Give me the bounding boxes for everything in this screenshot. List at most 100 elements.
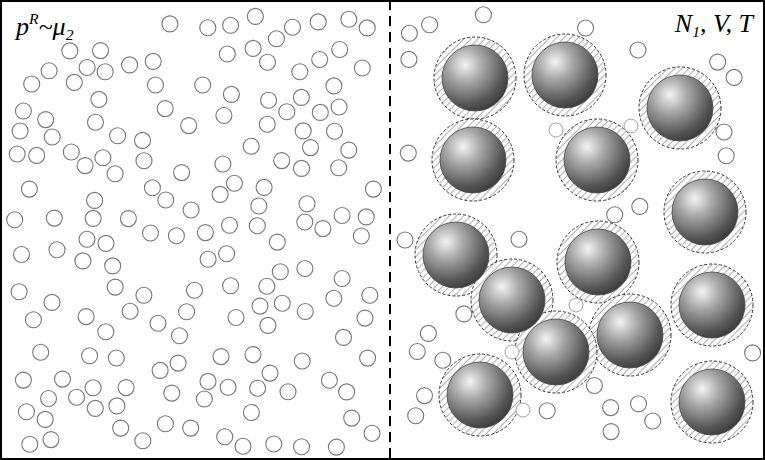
- solvent-particle: [158, 192, 174, 208]
- solvent-particle: [297, 261, 313, 277]
- solvent-particle: [260, 317, 276, 333]
- solvent-particle: [279, 104, 295, 120]
- solvent-particle: [312, 52, 328, 68]
- colloid-sphere: [479, 267, 545, 333]
- solvent-particle: [326, 78, 342, 94]
- colloid-sphere: [423, 222, 489, 288]
- solvent-particle: [420, 325, 436, 341]
- symbol-text: ~μ: [39, 12, 66, 41]
- solvent-particle: [109, 398, 125, 414]
- reservoir-label: pR~μ2: [16, 10, 73, 43]
- solvent-particle: [168, 228, 184, 244]
- solvent-particle: [299, 196, 315, 212]
- solvent-particle: [292, 64, 308, 80]
- solvent-particle: [226, 175, 242, 191]
- solvent-particle: [718, 148, 734, 164]
- solvent-particle: [511, 231, 527, 247]
- solvent-particle: [401, 25, 417, 41]
- solvent-particle: [250, 380, 266, 396]
- symbol-text: 1: [692, 23, 700, 40]
- solvent-particle: [357, 310, 373, 326]
- solvent-particle: [15, 372, 31, 388]
- solvent-particle: [107, 279, 123, 295]
- solvent-particle: [505, 345, 519, 359]
- solvent-particle: [118, 380, 134, 396]
- solvent-particle: [143, 225, 159, 241]
- solvent-particle: [150, 315, 166, 331]
- solvent-particle: [82, 348, 98, 364]
- solvent-particle: [21, 181, 37, 197]
- solvent-particle: [136, 287, 152, 303]
- solvent-particle: [245, 347, 261, 363]
- solvent-particle: [294, 439, 310, 455]
- solvent-particle: [25, 312, 41, 328]
- solvent-particle: [24, 76, 40, 92]
- colloid-sphere: [447, 362, 513, 428]
- solvent-particle: [98, 324, 114, 340]
- solvent-particle: [726, 69, 742, 85]
- solvent-particle: [183, 202, 199, 218]
- solvent-particle: [217, 429, 233, 445]
- solvent-particle: [44, 129, 60, 145]
- depletion-shell: [671, 264, 753, 346]
- solvent-particle: [632, 198, 648, 214]
- solvent-particle: [295, 123, 311, 139]
- colloid-sphere: [672, 179, 738, 245]
- solvent-particle: [181, 118, 197, 134]
- solvent-particle: [49, 242, 65, 258]
- solvent-particle: [213, 349, 229, 365]
- solvent-particle: [710, 54, 726, 70]
- solvent-particle: [456, 306, 472, 322]
- solvent-particle: [334, 208, 350, 224]
- solvent-particle: [331, 160, 347, 176]
- solvent-particle: [135, 132, 151, 148]
- solvent-particle: [63, 144, 79, 160]
- depletion-shell: [434, 37, 516, 119]
- solvent-particle: [285, 19, 301, 35]
- solvent-particle: [44, 294, 60, 310]
- solvent-particle: [259, 278, 275, 294]
- solvent-particle: [200, 373, 216, 389]
- solvent-particle: [98, 235, 114, 251]
- colloid-sphere: [442, 45, 508, 111]
- solvent-particle: [272, 264, 288, 280]
- solvent-particle: [401, 51, 417, 67]
- solvent-particle: [344, 410, 360, 426]
- solvent-particle: [268, 31, 284, 47]
- solvent-particle: [144, 180, 160, 196]
- solvent-particle: [197, 225, 213, 241]
- solvent-particle: [222, 217, 238, 233]
- solvent-particle: [256, 179, 272, 195]
- solvent-particle: [107, 166, 123, 182]
- depletion-shell: [671, 361, 753, 443]
- solvent-particle: [97, 64, 113, 80]
- solvent-particle: [152, 362, 168, 378]
- solvent-particle: [247, 8, 263, 24]
- solvent-particle: [196, 391, 212, 407]
- solvent-particle: [274, 153, 290, 169]
- solvent-particle: [212, 186, 228, 202]
- depletion-shell: [524, 34, 606, 116]
- solvent-particle: [179, 304, 195, 320]
- solvent-particle: [174, 165, 190, 181]
- solvent-particle: [120, 211, 136, 227]
- symbol-text: R: [29, 10, 39, 27]
- solvent-particle: [360, 350, 376, 366]
- solvent-particle: [108, 350, 124, 366]
- solvent-particle: [228, 310, 244, 326]
- solvent-particle: [170, 355, 186, 371]
- solvent-particle: [87, 192, 103, 208]
- solvent-particle: [105, 258, 121, 274]
- solvent-particle: [14, 247, 30, 263]
- solvent-particle: [55, 371, 71, 387]
- solvent-particle: [33, 344, 49, 360]
- solvent-particle: [85, 380, 101, 396]
- symbol-text: N: [675, 9, 692, 38]
- solvent-particle: [46, 210, 62, 226]
- solvent-particle: [353, 228, 369, 244]
- solvent-particle: [245, 40, 261, 56]
- solvent-particles: [397, 7, 761, 440]
- solvent-particle: [266, 436, 282, 452]
- solvent-particle: [252, 298, 268, 314]
